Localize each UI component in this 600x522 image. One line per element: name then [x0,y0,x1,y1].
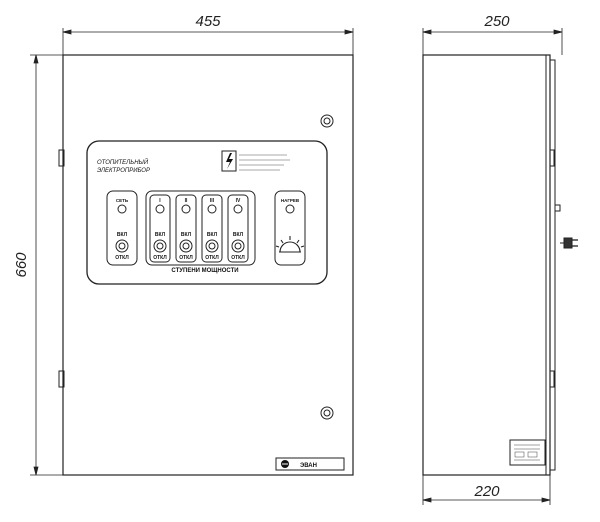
hinge-top [58,149,65,167]
door-edge [549,59,556,471]
power-module [106,190,138,266]
stage-lamp [181,204,191,214]
stage-on-label: ВКЛ [207,232,218,238]
stage-switch[interactable] [153,239,167,253]
stage-lamp [233,204,243,214]
sun-heating-icon [275,236,305,253]
side-label-plate [509,439,546,466]
stages-caption: СТУПЕНИ МОЩНОСТИ [171,268,238,274]
side-view [422,54,578,476]
stage-switch-knob[interactable] [156,242,164,250]
stage-numeral: III [210,198,215,204]
stage-switch[interactable] [231,239,245,253]
side-body [422,54,551,476]
stage-lamp [155,204,165,214]
stage-lamp [207,204,217,214]
stage-shapes [149,194,249,263]
stage-switch[interactable] [205,239,219,253]
dim-front-height: 660 [13,252,30,278]
stage-unit [227,194,249,263]
panel-title-line1: ОТОПИТЕЛЬНЫЙ [97,158,149,166]
power-switch-inner[interactable] [118,242,126,250]
heat-module [274,190,306,266]
stage-numeral: II [185,198,188,204]
hinge-bottom [58,370,65,388]
stage-switch-knob[interactable] [234,242,242,250]
stage-numeral: IV [236,198,241,204]
stage-switch[interactable] [179,239,193,253]
heat-lamp-label: НАГРЕВ [281,198,300,203]
side-hinge-top [549,149,555,167]
stage-switch-knob[interactable] [208,242,216,250]
lock-screw-top [320,114,334,128]
heat-lamp [285,204,295,214]
brand-logo-icon [281,460,289,468]
nameplate-brand: ЭВАН [300,463,317,469]
side-dimensions [422,28,563,505]
nameplate [275,457,345,471]
warning-sign-box [221,150,237,172]
stage-on-label: ВКЛ [155,232,166,238]
power-lamp-label: СЕТЬ [116,198,129,203]
stage-unit [149,194,171,263]
dim-side-body-depth: 220 [473,483,500,500]
power-on-label: ВКЛ [117,232,128,238]
side-connector-icon [560,237,578,249]
lightning-icon [226,153,233,169]
stage-on-label: ВКЛ [181,232,192,238]
side-lock-knob [554,204,561,212]
power-off-label: ОТКЛ [115,255,129,261]
stages-module [145,190,256,266]
power-switch-outer[interactable] [115,239,129,253]
panel-title-line2: ЭЛЕКТРОПРИБОР [97,168,150,174]
stage-off-label: ОТКЛ [231,255,245,261]
lock-screw-bottom [320,406,334,420]
side-hinge-bottom [549,370,555,388]
stage-numeral: I [159,198,161,204]
stage-off-label: ОТКЛ [153,255,167,261]
stage-off-label: ОТКЛ [179,255,193,261]
stage-unit [175,194,197,263]
dim-side-depth: 250 [483,13,510,30]
stage-off-label: ОТКЛ [205,255,219,261]
front-dimensions [30,28,354,476]
stage-labels: I ВКЛ ОТКЛ II ВКЛ ОТКЛ III ВКЛ ОТКЛ IV ВКЛ ОТКЛ [153,198,245,261]
dim-front-width: 455 [195,13,221,30]
stage-switch-knob[interactable] [182,242,190,250]
warning-fine-print [239,154,290,171]
stage-unit [201,194,223,263]
front-view [58,54,354,476]
power-lamp [117,204,127,214]
front-body [62,54,354,476]
control-panel [86,140,328,285]
stage-on-label: ВКЛ [233,232,244,238]
